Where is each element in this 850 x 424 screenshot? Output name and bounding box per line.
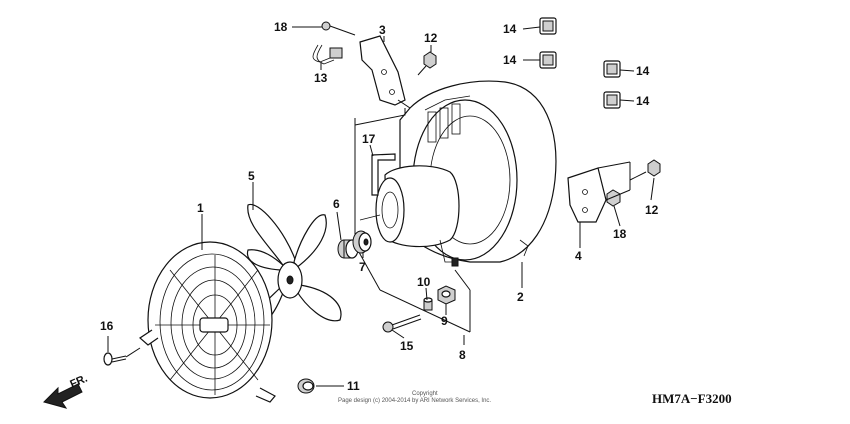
screw — [103, 347, 141, 366]
callout-6: 6 — [333, 197, 340, 211]
callout-14-b: 14 — [503, 53, 517, 67]
direction-label: FR. — [68, 373, 89, 391]
callout-17: 17 — [362, 132, 376, 146]
bracket-upper — [359, 35, 411, 109]
callout-9: 9 — [441, 314, 448, 328]
bolt-12-lower — [629, 159, 661, 181]
callout-1: 1 — [197, 201, 204, 215]
collar-10 — [423, 297, 433, 311]
callout-14-d: 14 — [636, 94, 650, 108]
callout-4: 4 — [575, 249, 582, 263]
callout-14-c: 14 — [636, 64, 650, 78]
fan-guard — [139, 241, 276, 403]
bracket-lower — [567, 161, 631, 223]
clip-nut-2 — [539, 51, 557, 69]
nut-9 — [437, 285, 456, 305]
callout-13: 13 — [314, 71, 328, 85]
callout-labels: 1 2 3 4 5 6 7 8 9 10 11 12 12 13 14 14 1… — [100, 20, 659, 393]
callout-11: 11 — [347, 379, 360, 393]
clip-nut-1 — [539, 17, 557, 35]
nut — [352, 230, 372, 254]
copyright-line-2: Page design (c) 2004-2014 by ARI Network… — [338, 398, 491, 404]
clip-nut-4 — [603, 91, 621, 109]
callout-16: 16 — [100, 319, 114, 333]
bolt-12-upper — [417, 51, 437, 76]
callout-18-b: 18 — [613, 227, 627, 241]
callout-2: 2 — [517, 290, 524, 304]
figure-code: HM7A−F3200 — [652, 391, 732, 406]
callout-5: 5 — [248, 169, 255, 183]
bolt-15 — [382, 314, 422, 333]
copyright-line-1: Copyright — [412, 391, 438, 397]
front-direction-arrow: FR. — [43, 373, 89, 409]
callout-3: 3 — [379, 23, 386, 37]
callout-7: 7 — [359, 260, 366, 274]
leader-lines — [107, 26, 655, 387]
callout-12-lower: 12 — [645, 203, 659, 217]
callout-14-a: 14 — [503, 22, 517, 36]
nut-11 — [297, 378, 315, 394]
fan-motor — [359, 165, 460, 267]
assembly-bracket-lines — [354, 108, 471, 333]
callout-10: 10 — [417, 275, 431, 289]
tube — [371, 153, 396, 196]
clip-nut-3 — [603, 60, 621, 78]
callout-12-upper: 12 — [424, 31, 438, 45]
callout-8: 8 — [459, 348, 466, 362]
callout-15: 15 — [400, 339, 414, 353]
callout-18-a: 18 — [274, 20, 288, 34]
wire-harness — [312, 21, 356, 65]
